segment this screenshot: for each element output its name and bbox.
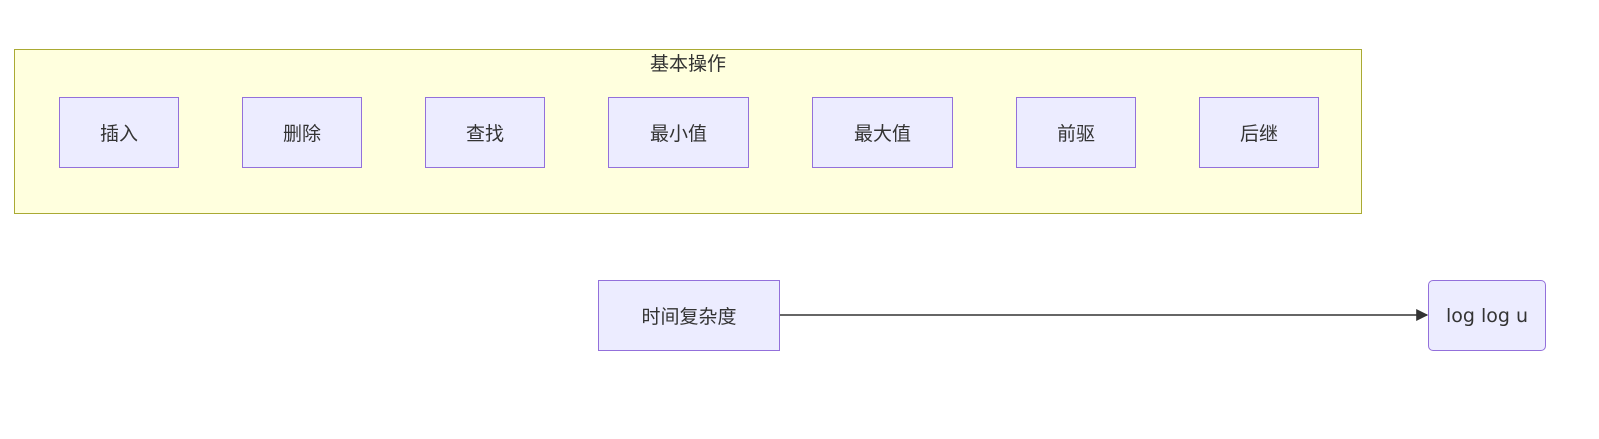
node-insert[interactable]: 插入 xyxy=(59,97,179,168)
node-successor[interactable]: 后继 xyxy=(1199,97,1319,168)
node-search[interactable]: 查找 xyxy=(425,97,545,168)
node-maximum[interactable]: 最大值 xyxy=(812,97,953,168)
node-minimum[interactable]: 最小值 xyxy=(608,97,749,168)
node-predecessor[interactable]: 前驱 xyxy=(1016,97,1136,168)
group-title: 基本操作 xyxy=(649,53,726,75)
node-log-log-u[interactable]: log log u xyxy=(1428,280,1546,351)
node-time-complexity[interactable]: 时间复杂度 xyxy=(598,280,780,351)
node-delete[interactable]: 删除 xyxy=(242,97,362,168)
